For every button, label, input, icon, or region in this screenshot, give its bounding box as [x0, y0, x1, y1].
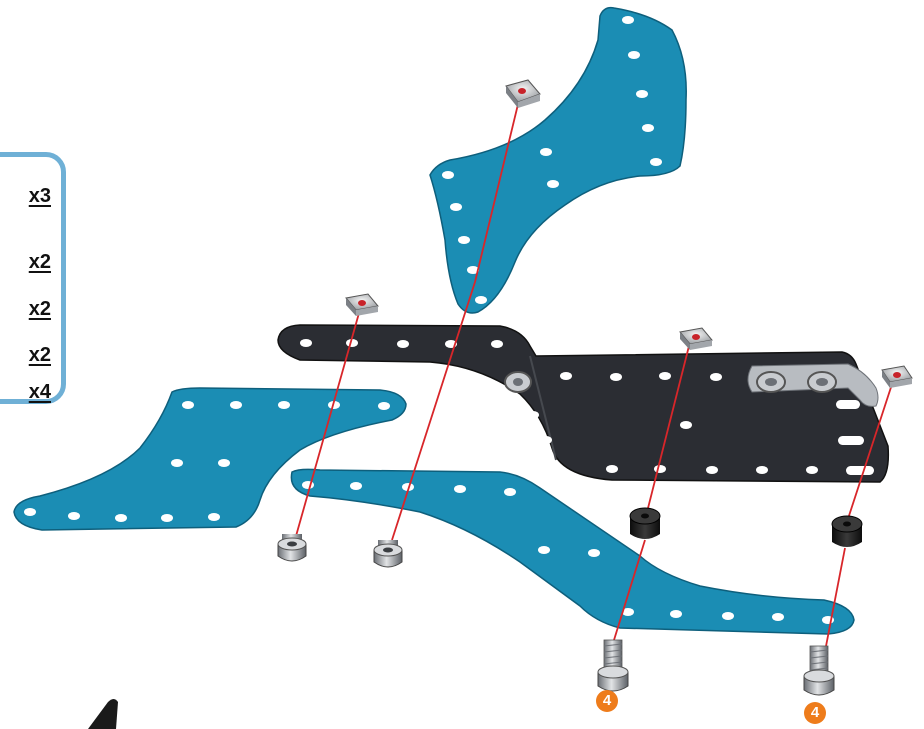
- step-badge: 4: [596, 690, 618, 712]
- spacer: [630, 508, 660, 539]
- part-quantity: x2: [29, 251, 51, 274]
- roller-wheel: [757, 372, 785, 392]
- part-quantity: x2: [29, 344, 51, 367]
- parts-list-panel: x3 x2 x2 x2 x4: [0, 152, 66, 404]
- step-badge: 4: [804, 702, 826, 724]
- part-quantity: x3: [29, 185, 51, 208]
- short-bolt: [374, 540, 402, 567]
- square-nut: [506, 80, 540, 108]
- part-quantity: x2: [29, 298, 51, 321]
- square-nut: [680, 328, 712, 350]
- long-bolt: [804, 646, 834, 695]
- blue-plate-top: [430, 8, 686, 313]
- long-bolt: [598, 640, 628, 691]
- blue-plate-left: [14, 388, 406, 530]
- spacer: [832, 516, 862, 547]
- square-nut: [346, 294, 378, 316]
- roller-wheel: [808, 372, 836, 392]
- short-bolt: [278, 534, 306, 561]
- square-nut: [882, 366, 912, 388]
- partial-next-step-graphic: [88, 699, 118, 729]
- part-quantity: x4: [29, 381, 51, 404]
